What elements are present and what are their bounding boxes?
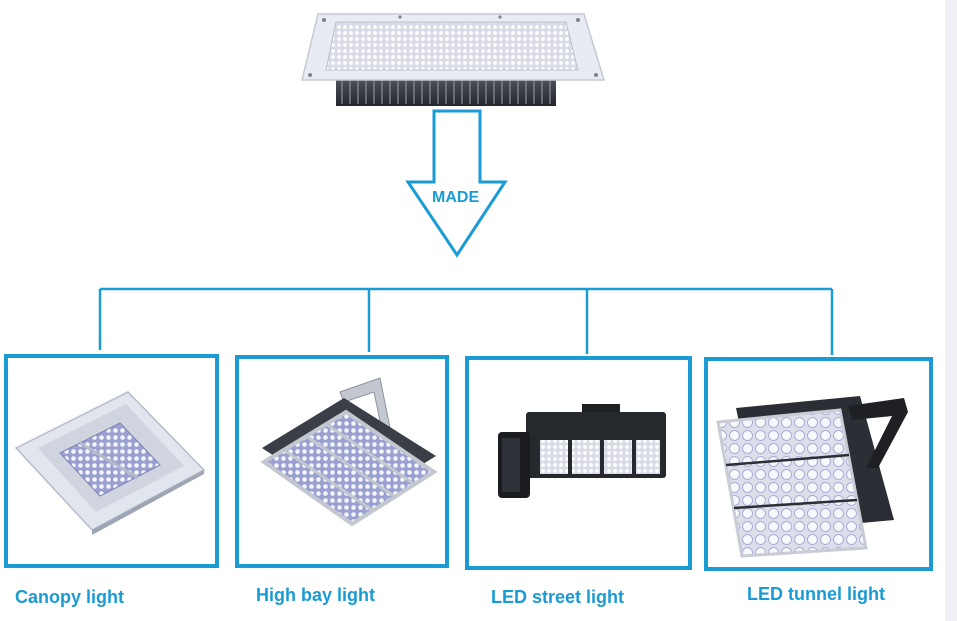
street-led-panels bbox=[540, 440, 660, 474]
module-screws bbox=[308, 15, 598, 77]
led-tunnel-light-image bbox=[716, 396, 908, 558]
canopy-light-image bbox=[14, 391, 206, 535]
high-bay-light-image bbox=[260, 377, 438, 527]
led-street-light-image bbox=[498, 404, 666, 498]
canopy-light-label: Canopy light bbox=[15, 587, 124, 607]
arrow-label: MADE bbox=[432, 189, 480, 206]
led-street-light-label: LED street light bbox=[491, 587, 625, 607]
module-led-board bbox=[325, 21, 579, 71]
led-tunnel-light-label: LED tunnel light bbox=[747, 584, 885, 604]
right-edge-strip bbox=[945, 0, 957, 621]
led-module-image bbox=[301, 13, 606, 106]
high-bay-light-label: High bay light bbox=[256, 585, 375, 605]
connector-lines bbox=[98, 287, 834, 355]
made-arrow bbox=[405, 109, 508, 258]
